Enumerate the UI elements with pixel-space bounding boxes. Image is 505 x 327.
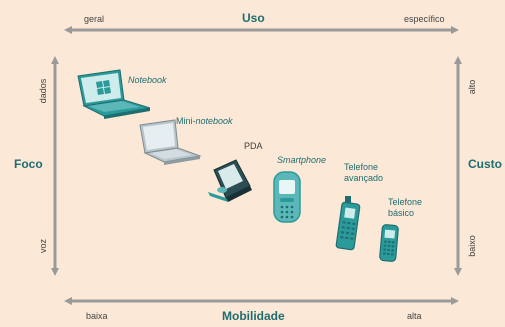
- bottom-axis-right-label: alta: [407, 311, 422, 321]
- top-axis-left-label: geral: [84, 14, 105, 24]
- left-axis-top-label: dados: [38, 78, 48, 104]
- advanced-phone-icon: [335, 196, 361, 251]
- basic-phone-label-line1: Telefone: [388, 197, 423, 207]
- top-axis-title: Uso: [242, 11, 265, 25]
- smartphone-icon: [273, 171, 301, 223]
- smartphone-label: Smartphone: [277, 155, 327, 165]
- right-axis-bottom-label: baixo: [467, 235, 477, 257]
- bottom-axis-left-label: baixa: [86, 311, 108, 321]
- mini-notebook-label-prefix: Mini-: [176, 116, 196, 126]
- left-axis-bottom-label: voz: [38, 239, 48, 254]
- pda-icon: [208, 159, 252, 202]
- left-axis-title: Foco: [14, 157, 43, 171]
- basic-phone-icon: [379, 224, 399, 262]
- mini-laptop-icon: [139, 119, 202, 165]
- basic-phone-label-line2: básico: [388, 208, 415, 218]
- basic-phone-label: Telefone básico: [388, 197, 422, 219]
- top-axis-right-label: específico: [404, 14, 445, 24]
- mini-notebook-label: Mini-notebook: [176, 116, 233, 127]
- notebook-label: Notebook: [128, 75, 167, 85]
- advanced-phone-label: Telefone avançado: [344, 162, 383, 184]
- laptop-icon: [77, 69, 151, 119]
- advanced-phone-label-line2: avançado: [344, 173, 384, 183]
- advanced-phone-label-line1: Telefone: [344, 162, 379, 172]
- bottom-axis-title: Mobilidade: [222, 309, 285, 323]
- right-axis-title: Custo: [468, 157, 502, 171]
- right-axis-top-label: alto: [467, 79, 477, 95]
- pda-label: PDA: [244, 141, 263, 151]
- mini-notebook-label-suffix: notebook: [195, 116, 233, 126]
